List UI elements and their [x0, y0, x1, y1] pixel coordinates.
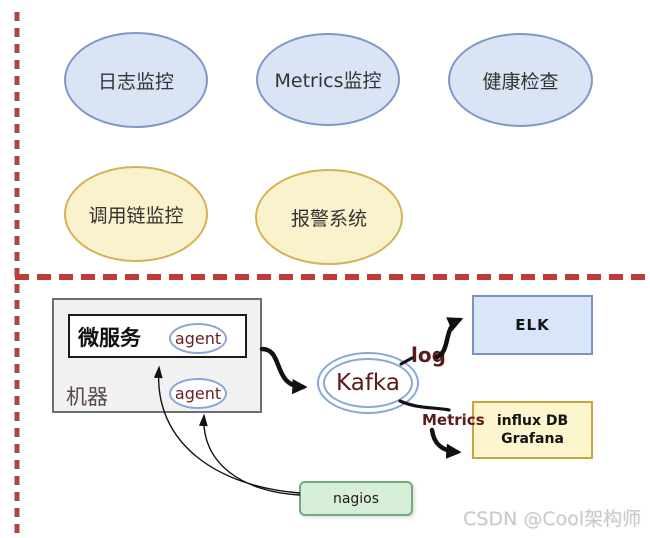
node-log-monitoring-label: 日志监控 — [97, 70, 174, 93]
node-health-check: 健康检查 — [448, 33, 593, 127]
agent-1-label: agent — [174, 329, 222, 348]
kafka-node: Kafka — [317, 352, 419, 414]
node-tracing-monitoring-label: 调用链监控 — [88, 204, 184, 227]
machine-label: 机器 — [66, 385, 108, 409]
edge-label-log: log — [411, 343, 446, 367]
nagios-box: nagios — [299, 481, 413, 516]
node-tracing-monitoring: 调用链监控 — [64, 166, 208, 262]
agent-2-label: agent — [174, 384, 222, 403]
watermark: CSDN @Cool架构师 — [463, 508, 642, 530]
node-alert-system: 报警系统 — [255, 169, 403, 265]
arrow-machine-to-kafka — [259, 346, 308, 395]
node-metrics-monitoring: Metrics监控 — [256, 33, 400, 126]
node-alert-system-label: 报警系统 — [290, 207, 367, 230]
influx-grafana-box: influx DB Grafana — [472, 401, 593, 459]
microservice-label: 微服务 — [78, 326, 141, 350]
agent-ellipse-1: agent — [169, 323, 227, 354]
nagios-label: nagios — [332, 490, 380, 507]
node-metrics-monitoring-label: Metrics监控 — [274, 70, 382, 92]
arrow-nagios-to-agent — [198, 413, 301, 496]
arrow-metrics-to-influx — [429, 427, 462, 459]
node-health-check-label: 健康检查 — [482, 70, 559, 93]
elk-box: ELK — [472, 295, 593, 355]
kafka-label: Kafka — [336, 370, 400, 396]
influx-label-line1: influx DB — [496, 412, 569, 429]
agent-ellipse-2: agent — [169, 378, 227, 409]
node-log-monitoring: 日志监控 — [64, 32, 208, 128]
kafka-node-inner-ring: Kafka — [323, 358, 413, 408]
edge-label-metrics: Metrics — [422, 411, 485, 429]
influx-label-line2: Grafana — [501, 431, 564, 447]
elk-label: ELK — [515, 316, 550, 334]
